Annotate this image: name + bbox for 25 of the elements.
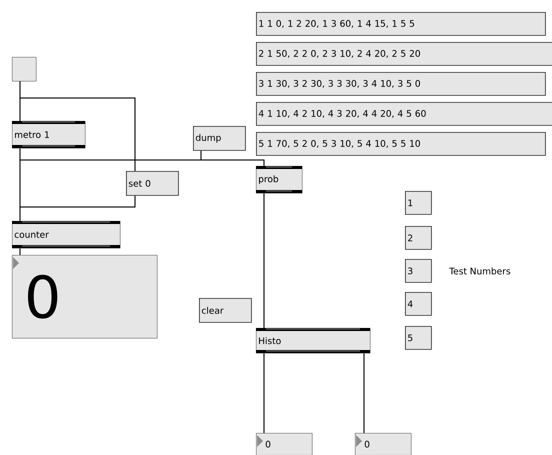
message-box: 4 bbox=[405, 292, 432, 316]
message-box: 3 1 30, 3 2 30, 3 3 30, 3 4 10, 3 5 0 bbox=[256, 72, 546, 96]
patch-cord bbox=[20, 195, 136, 222]
text-label: Test Numbers bbox=[449, 268, 510, 274]
number-box: 0 bbox=[355, 433, 412, 455]
patch-cord bbox=[20, 80, 136, 172]
object-box: prob bbox=[256, 166, 302, 194]
toggle-box bbox=[12, 57, 36, 82]
message-box: dump bbox=[193, 126, 246, 151]
message-box: 2 bbox=[405, 226, 432, 250]
message-box: set 0 bbox=[126, 171, 179, 196]
message-box: 4 1 10, 4 2 10, 4 3 20, 4 4 20, 4 5 60 bbox=[256, 102, 552, 126]
object-box: Histo bbox=[256, 328, 370, 354]
message-box: 5 1 70, 5 2 0, 5 3 10, 5 4 10, 5 5 10 bbox=[256, 132, 546, 156]
object-box: metro 1 bbox=[12, 121, 86, 148]
patch-cord bbox=[200, 150, 264, 166]
message-box: 1 bbox=[405, 191, 432, 215]
number-box: 0 bbox=[256, 433, 312, 455]
number-box: 0 bbox=[12, 255, 158, 338]
object-box: counter bbox=[12, 221, 120, 248]
message-box: 3 bbox=[405, 259, 432, 283]
message-box: 5 bbox=[405, 326, 432, 350]
message-box: clear bbox=[199, 298, 252, 323]
message-box: 2 1 50, 2 2 0, 2 3 10, 2 4 20, 2 5 20 bbox=[256, 42, 552, 66]
message-box: 1 1 0, 1 2 20, 1 3 60, 1 4 15, 1 5 5 bbox=[256, 12, 546, 36]
